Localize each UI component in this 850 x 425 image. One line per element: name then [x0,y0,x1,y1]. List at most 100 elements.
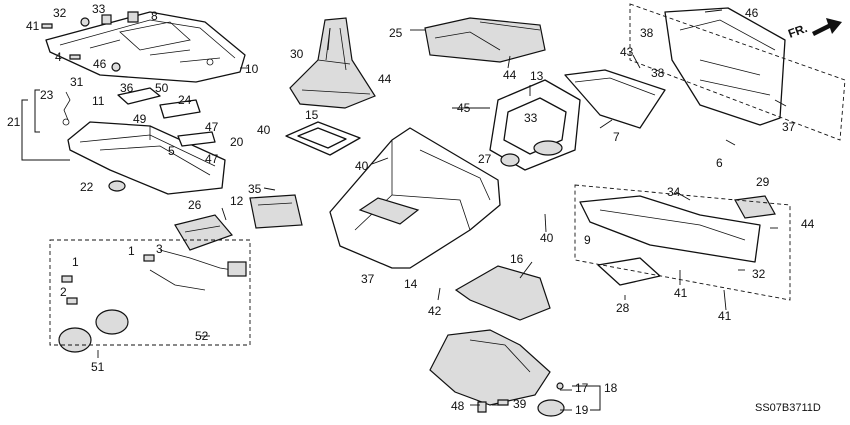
callout-28: 28 [616,301,630,315]
callout-46b: 46 [745,6,759,20]
callout-12: 12 [230,194,244,208]
callout-19: 19 [575,403,589,417]
callout-15: 15 [305,108,319,122]
callout-8: 8 [151,9,158,23]
callout-47: 47 [205,120,219,134]
callout-7: 7 [613,130,620,144]
part-7-bracket [564,69,666,129]
callout-34: 34 [667,185,681,199]
part-6-frame-assembly [664,7,786,126]
part-20-bracket [177,131,216,147]
part-51-lighter [58,309,129,353]
part-46-nut [111,62,121,72]
callout-20: 20 [230,135,244,149]
callout-27: 27 [478,152,492,166]
callout-37b: 37 [361,272,375,286]
dashed-box-9 [574,184,791,301]
callout-46: 46 [93,57,107,71]
callout-38: 38 [640,26,654,40]
callout-44c: 44 [801,217,815,231]
part-28-pocket [597,257,661,286]
part-48-screw [477,401,487,413]
callout-41: 41 [26,19,40,33]
callout-40: 40 [257,123,271,137]
part-52-harness [149,249,247,291]
part-2-bulb [66,297,78,305]
part-41-screw [41,23,53,29]
part-24-bracket [159,99,201,119]
callout-50: 50 [155,81,169,95]
callout-38b: 38 [651,66,665,80]
callout-1b: 1 [128,244,135,258]
callout-41b: 41 [674,286,688,300]
callout-labels: 41 32 33 8 4 46 10 31 23 36 50 11 24 21 … [7,2,815,417]
leader-lines [97,9,787,411]
callout-33b: 33 [524,111,538,125]
callout-10: 10 [245,62,259,76]
callout-29: 29 [756,175,770,189]
callout-9: 9 [584,233,591,247]
part-30-shift-boot [289,17,376,109]
callout-40b: 40 [355,159,369,173]
dashed-box-6 [629,3,846,141]
callout-25: 25 [389,26,403,40]
callout-51: 51 [91,360,105,374]
callout-18: 18 [604,381,618,395]
callout-4: 4 [55,50,62,64]
callout-42: 42 [428,304,442,318]
part-8-clip [127,11,139,23]
callout-13: 13 [530,69,544,83]
part-21-lower-panel [67,121,226,195]
callout-47b: 47 [205,152,219,166]
part-33-clip [101,14,112,25]
callout-37: 37 [782,120,796,134]
part-26-panel [174,214,234,251]
front-arrow-icon [812,18,842,36]
callout-35: 35 [248,182,262,196]
part-3-bulb [143,254,155,262]
callout-31: 31 [70,75,84,89]
group-bracket-21 [21,99,70,161]
callout-44b: 44 [503,68,517,82]
callout-48: 48 [451,399,465,413]
front-label: FR. [786,21,809,41]
callout-1: 1 [72,255,79,269]
part-18-column-cover [429,329,551,406]
callout-45: 45 [457,101,471,115]
callout-40c: 40 [540,231,554,245]
callout-52: 52 [195,329,209,343]
part-19-ring [537,399,565,417]
part-4-screw [69,54,81,60]
callout-30: 30 [290,47,304,61]
part-15-trim-ring [285,121,361,156]
group-bracket-23 [34,89,40,133]
callout-22: 22 [80,180,94,194]
part-17-clip [556,382,564,390]
part-25-vent [424,17,546,63]
callout-36: 36 [120,81,134,95]
part-22-knob [108,180,126,192]
part-1-bulb [61,275,73,283]
callout-17: 17 [575,381,589,395]
part-16-cover [454,265,551,321]
front-direction-indicator: FR. [786,18,842,41]
callout-3: 3 [156,242,163,256]
part-39-screw [497,399,509,406]
callout-5: 5 [168,144,175,158]
part-13-center-bezel [489,79,581,171]
callout-41c: 41 [718,309,732,323]
callout-39: 39 [513,397,527,411]
part-14-center-console [329,127,501,269]
callout-21: 21 [7,115,21,129]
part-9-plate [579,195,761,263]
callout-6: 6 [716,156,723,170]
callout-16: 16 [510,252,524,266]
callout-43: 43 [620,45,634,59]
diagram-code: SS07B3711D [755,402,821,414]
callout-32b: 32 [752,267,766,281]
part-29-bracket [734,195,776,219]
part-11-bracket [117,87,161,105]
part-10-upper-panel [45,11,246,83]
part-31-wire [62,91,71,126]
